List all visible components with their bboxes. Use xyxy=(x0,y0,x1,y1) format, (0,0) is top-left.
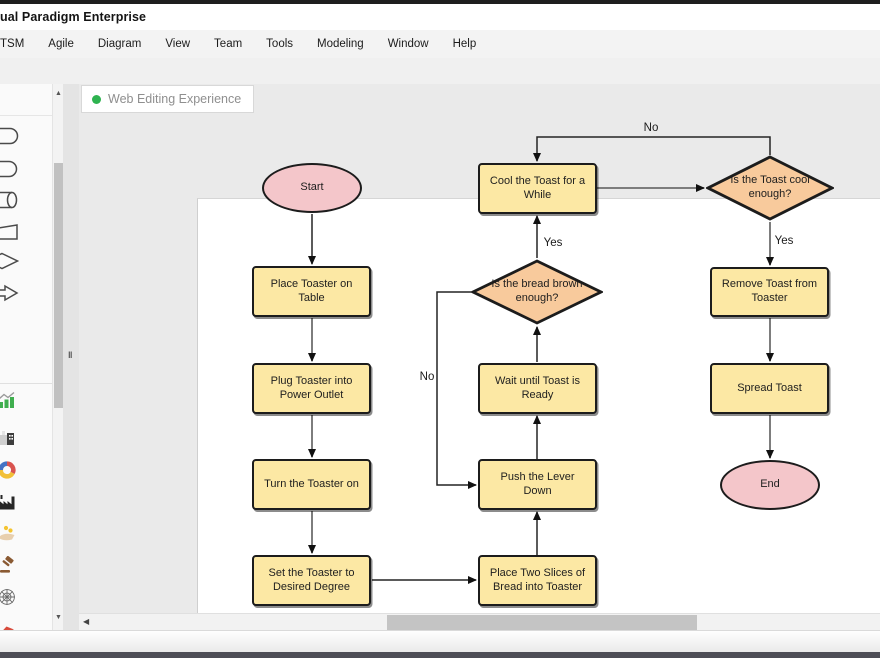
menu-item-diagram[interactable]: Diagram xyxy=(97,38,142,50)
palette-scrollbar-thumb[interactable] xyxy=(54,163,63,408)
menu-item-tsm[interactable]: TSM xyxy=(0,38,25,50)
flowchart-node-place-toaster-on-table[interactable]: Place Toaster on Table xyxy=(252,266,371,317)
node-label: Remove Toast from Toaster xyxy=(721,278,818,304)
shape-palette xyxy=(0,84,52,634)
factory-icon[interactable] xyxy=(0,493,20,513)
decision-icon[interactable] xyxy=(0,252,20,272)
bottom-strip xyxy=(0,652,880,658)
flowchart-node-cool-the-toast-for-a-while[interactable]: Cool the Toast for a While xyxy=(478,163,597,214)
flowchart-node-set-the-toaster-to-desired-degree[interactable]: Set the Toaster to Desired Degree xyxy=(252,555,371,606)
delay-icon[interactable] xyxy=(0,160,20,180)
tab-label: Web Editing Experience xyxy=(108,92,242,106)
scroll-up-arrow-icon[interactable]: ▲ xyxy=(55,90,62,97)
window-top-edge xyxy=(0,0,880,4)
node-label: Cool the Toast for a While xyxy=(489,174,586,201)
stored-data-icon[interactable] xyxy=(0,191,20,211)
menu-bar: TSM Agile Diagram View Team Tools Modeli… xyxy=(0,30,880,59)
flowchart-node-plug-toaster-into-power-outlet[interactable]: Plug Toaster into Power Outlet xyxy=(252,363,371,414)
donut-chart-icon[interactable] xyxy=(0,461,20,481)
bar-chart-icon[interactable] xyxy=(0,391,20,411)
scroll-left-arrow-icon[interactable]: ◀ xyxy=(83,617,90,626)
palette-divider xyxy=(0,383,52,384)
splitter-grip-icon[interactable]: ‖ xyxy=(68,350,73,360)
flowchart-node-remove-toast-from-toaster[interactable]: Remove Toast from Toaster xyxy=(710,267,829,317)
node-label: Place Two Slices of Bread into Toaster xyxy=(489,566,586,593)
node-label: Place Toaster on Table xyxy=(270,277,353,304)
flowchart-node-place-two-slices-of-bread-into-toaster[interactable]: Place Two Slices of Bread into Toaster xyxy=(478,555,597,606)
menu-item-modeling[interactable]: Modeling xyxy=(317,38,364,50)
node-label: Wait until Toast is Ready xyxy=(495,374,580,401)
node-label: Plug Toaster into Power Outlet xyxy=(270,374,353,401)
node-label: Push the Lever Down xyxy=(500,470,575,497)
scroll-down-arrow-icon[interactable]: ▼ xyxy=(55,614,62,621)
title-bar: ual Paradigm Enterprise xyxy=(0,4,880,30)
palette-divider xyxy=(0,115,52,116)
coins-hand-icon[interactable] xyxy=(0,524,20,544)
flowchart-node-turn-the-toaster-on[interactable]: Turn the Toaster on xyxy=(252,459,371,510)
flowchart-node-spread-toast[interactable]: Spread Toast xyxy=(710,363,829,414)
window-title: ual Paradigm Enterprise xyxy=(0,10,147,24)
building-icon[interactable] xyxy=(0,428,20,448)
status-bar xyxy=(0,630,880,653)
toolbar-strip xyxy=(0,58,880,85)
menu-item-window[interactable]: Window xyxy=(387,38,429,50)
manual-operation-icon[interactable] xyxy=(0,223,20,243)
menu-item-view[interactable]: View xyxy=(165,38,191,50)
terminator-icon[interactable] xyxy=(0,127,20,147)
horizontal-scrollbar-thumb[interactable] xyxy=(387,615,697,630)
menu-item-agile[interactable]: Agile xyxy=(48,38,74,50)
menu-item-tools[interactable]: Tools xyxy=(266,38,294,50)
flowchart-node-is-the-bread-brown-enough[interactable]: Is the bread brown enough? xyxy=(471,259,603,325)
flowchart-node-end[interactable]: End xyxy=(720,460,820,510)
menu-item-team[interactable]: Team xyxy=(214,38,243,50)
menu-item-help[interactable]: Help xyxy=(452,38,477,50)
node-label: Set the Toaster to Desired Degree xyxy=(268,566,355,593)
node-label: Start xyxy=(300,181,324,194)
flowchart-node-wait-until-toast-is-ready[interactable]: Wait until Toast is Ready xyxy=(478,363,597,414)
flowchart-node-start[interactable]: Start xyxy=(262,163,362,213)
gavel-icon[interactable] xyxy=(0,556,20,576)
flowchart-node-is-the-toast-cool-enough[interactable]: Is the Toast cool enough? xyxy=(706,155,834,221)
node-label: Is the Toast cool enough? xyxy=(730,174,810,200)
web-icon[interactable] xyxy=(0,588,20,608)
flowchart-node-push-the-lever-down[interactable]: Push the Lever Down xyxy=(478,459,597,510)
palette-scrollbar[interactable]: ▲ ▼ xyxy=(52,84,64,630)
arrow-icon[interactable] xyxy=(0,284,20,304)
horizontal-scrollbar[interactable]: ◀ xyxy=(79,613,880,631)
tab-status-dot-icon xyxy=(92,94,101,104)
node-label: Is the bread brown enough? xyxy=(491,278,583,304)
node-label: End xyxy=(760,478,780,491)
tab-web-editing-experience[interactable]: Web Editing Experience xyxy=(81,85,255,113)
node-label: Turn the Toaster on xyxy=(264,477,359,490)
panel-splitter[interactable]: ‖ xyxy=(63,84,79,630)
node-label: Spread Toast xyxy=(737,381,802,394)
